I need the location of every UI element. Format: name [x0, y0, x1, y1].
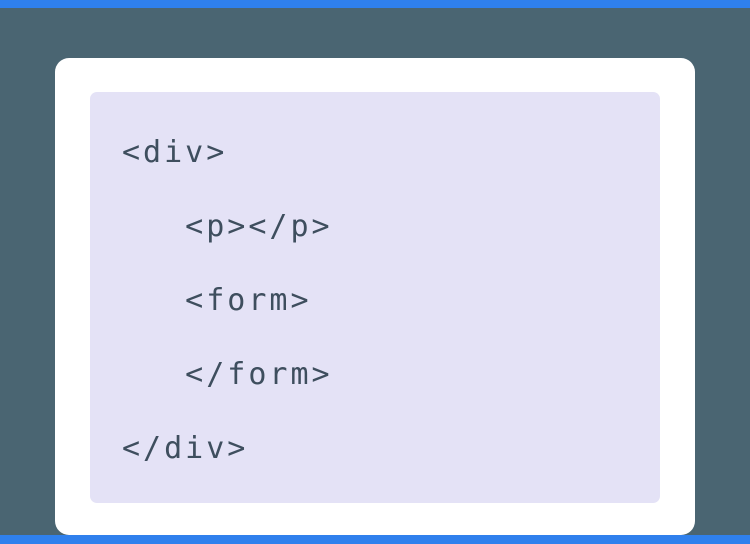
code-line: </div>: [122, 431, 249, 466]
code-card: <div> <p></p> <form> </form> </div>: [55, 58, 695, 535]
code-snippet-block: <div> <p></p> <form> </form> </div>: [90, 92, 660, 503]
code-line: <form>: [122, 283, 312, 318]
code-line: </form>: [122, 357, 333, 392]
top-accent-bar: [0, 0, 750, 8]
code-line: <p></p>: [122, 209, 333, 244]
code-line: <div>: [122, 135, 228, 170]
bottom-accent-bar: [0, 535, 750, 544]
